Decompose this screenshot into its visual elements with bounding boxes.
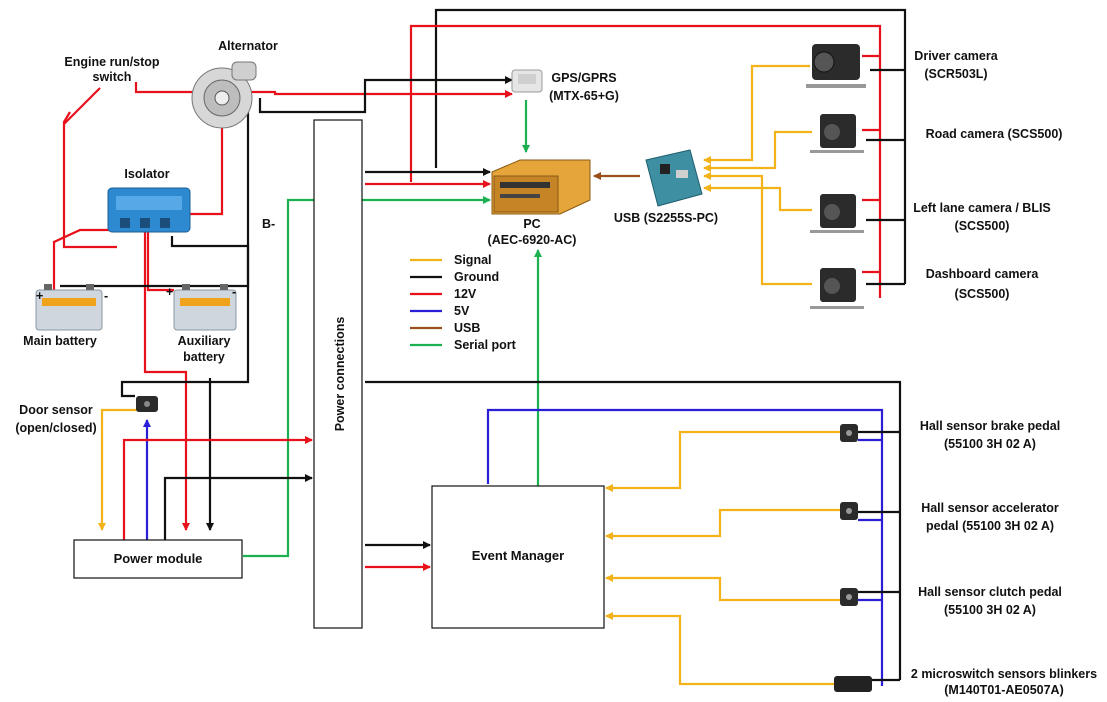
aux-plus: + (166, 285, 173, 299)
main-battery-icon (36, 284, 102, 330)
12v-pm-power (124, 440, 312, 540)
main-battery-label: Main battery (23, 334, 97, 348)
pc-label: PC(AEC-6920-AC) (488, 217, 577, 247)
12v-isolator-aux (148, 228, 174, 290)
usb-card-icon (646, 150, 702, 206)
power-connections-label: Power connections (333, 317, 347, 432)
brake-sensor-icon (840, 424, 858, 442)
clutch-sensor-icon (840, 588, 858, 606)
brake-sensor-label: Hall sensor brake pedal(55100 3H 02 A) (920, 419, 1060, 451)
sensor-connectors (858, 432, 900, 680)
alternator-label: Alternator (218, 39, 278, 53)
door-sensor-label: Door sensor(open/closed) (15, 403, 96, 435)
legend-label: Serial port (454, 338, 517, 352)
alternator-icon (192, 62, 256, 128)
blinker-switch-icon (834, 676, 872, 692)
left-lane-camera-label: Left lane camera / BLIS(SCS500) (913, 201, 1051, 233)
12v-wire-alt-gps (232, 92, 512, 94)
accelerator-sensor-icon (840, 502, 858, 520)
legend-label: 12V (454, 287, 477, 301)
door-sensor-icon (136, 396, 158, 412)
b-minus-label: B- (262, 217, 275, 231)
driver-camera-label: Driver camera(SCR503L) (914, 49, 998, 81)
main-minus: - (104, 289, 108, 303)
blinker-sensor-label: 2 microswitch sensors blinkers(M140T01-A… (911, 667, 1097, 697)
clutch-sensor-label: Hall sensor clutch pedal(55100 3H 02 A) (918, 585, 1062, 617)
aux-battery-icon (174, 284, 236, 330)
aux-minus: - (232, 285, 236, 299)
dashboard-camera-label: Dashboard camera(SCS500) (926, 267, 1040, 301)
gps-label: GPS/GPRS(MTX-65+G) (549, 71, 619, 103)
dashboard-camera-icon (810, 268, 864, 309)
road-camera-label: Road camera (SCS500) (926, 127, 1063, 141)
door-signal (102, 410, 138, 530)
usb-card-label: USB (S2255S-PC) (614, 211, 718, 225)
camera-connectors (862, 56, 905, 284)
isolator-label: Isolator (124, 167, 169, 181)
ground-wire-alt-gps (260, 80, 512, 112)
driver-camera-icon (806, 44, 866, 88)
road-camera-icon (810, 114, 864, 153)
pc-icon (492, 160, 590, 214)
legend-label: USB (454, 321, 480, 335)
legend-label: Signal (454, 253, 492, 267)
event-manager-label: Event Manager (472, 548, 564, 563)
12v-engine-switch-upper (64, 88, 100, 124)
legend-label: 5V (454, 304, 470, 318)
camera-signal-wires (704, 66, 812, 284)
ground-isolator (60, 236, 248, 286)
main-plus: + (36, 289, 43, 303)
left-lane-camera-icon (810, 194, 864, 233)
sensor-signal-wires (606, 432, 842, 684)
isolator-icon (108, 188, 190, 232)
legend-label: Ground (454, 270, 499, 284)
gps-icon (512, 70, 542, 92)
power-module-label: Power module (114, 551, 203, 566)
